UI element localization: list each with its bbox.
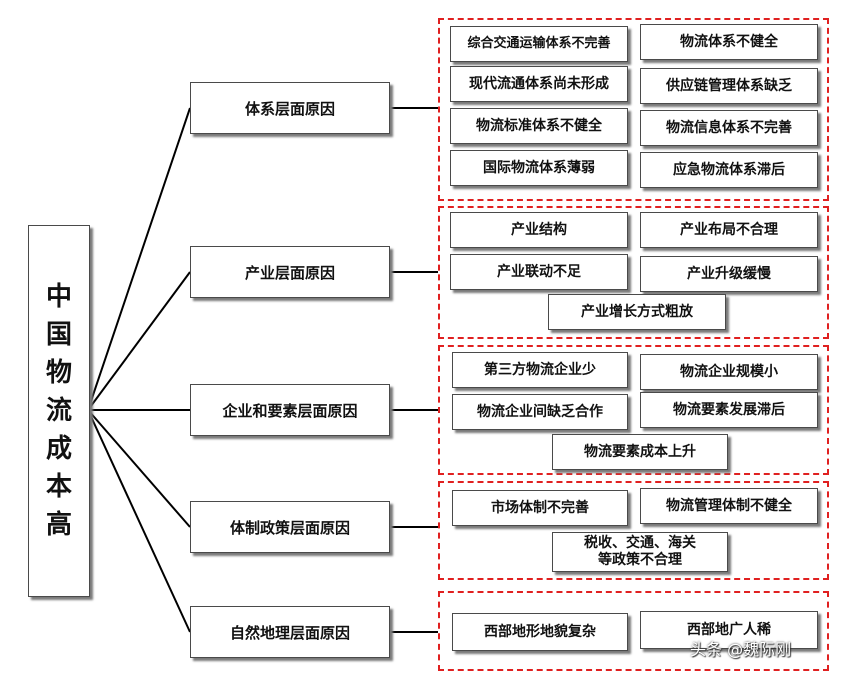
item-box: 西部地广人稀 (640, 611, 818, 649)
item-box: 物流管理体制不健全 (640, 488, 818, 524)
item-box: 物流企业规模小 (640, 354, 818, 390)
root-char: 成 (45, 434, 72, 464)
item-box: 西部地形地貌复杂 (452, 613, 628, 651)
category-system: 体系层面原因 (190, 82, 390, 134)
item-line: 税收、交通、海关 (584, 535, 696, 551)
category-industry: 产业层面原因 (190, 246, 390, 298)
group-industry (438, 206, 829, 339)
item-box: 市场体制不完善 (452, 490, 628, 526)
item-box: 产业升级缓慢 (640, 256, 818, 292)
item-box-policy-tax: 税收、交通、海关 等政策不合理 (552, 532, 728, 572)
root-char: 流 (45, 396, 72, 426)
root-char: 本 (45, 472, 72, 502)
root-char: 物 (45, 358, 72, 388)
category-enterprise: 企业和要素层面原因 (190, 384, 390, 436)
group-policy (438, 481, 829, 580)
item-box: 应急物流体系滞后 (640, 152, 818, 188)
watermark: 头条 @魏际刚 (690, 640, 792, 659)
group-system (438, 18, 829, 201)
item-box: 供应链管理体系缺乏 (640, 68, 818, 104)
item-box: 物流信息体系不完善 (640, 110, 818, 146)
item-box: 物流要素发展滞后 (640, 392, 818, 428)
item-box: 物流要素成本上升 (552, 434, 728, 470)
group-enterprise (438, 345, 829, 475)
root-char: 中 (45, 282, 72, 312)
item-box: 第三方物流企业少 (452, 352, 628, 388)
item-box: 国际物流体系薄弱 (450, 150, 628, 186)
item-box: 产业布局不合理 (640, 212, 818, 248)
item-box: 综合交通运输体系不完善 (450, 26, 628, 62)
item-line: 等政策不合理 (598, 552, 682, 568)
root-char: 国 (45, 320, 72, 350)
item-box: 产业联动不足 (450, 254, 628, 290)
item-box: 物流标准体系不健全 (450, 108, 628, 144)
root-node: 中 国 物 流 成 本 高 (28, 225, 90, 597)
root-char: 高 (45, 510, 72, 540)
group-geography (438, 591, 829, 671)
category-policy: 体制政策层面原因 (190, 501, 390, 553)
item-box: 产业结构 (450, 212, 628, 248)
item-box: 物流体系不健全 (640, 24, 818, 60)
item-box: 产业增长方式粗放 (548, 294, 726, 330)
category-geography: 自然地理层面原因 (190, 606, 390, 658)
item-box: 物流企业间缺乏合作 (452, 394, 628, 430)
item-box: 现代流通体系尚未形成 (450, 66, 628, 102)
